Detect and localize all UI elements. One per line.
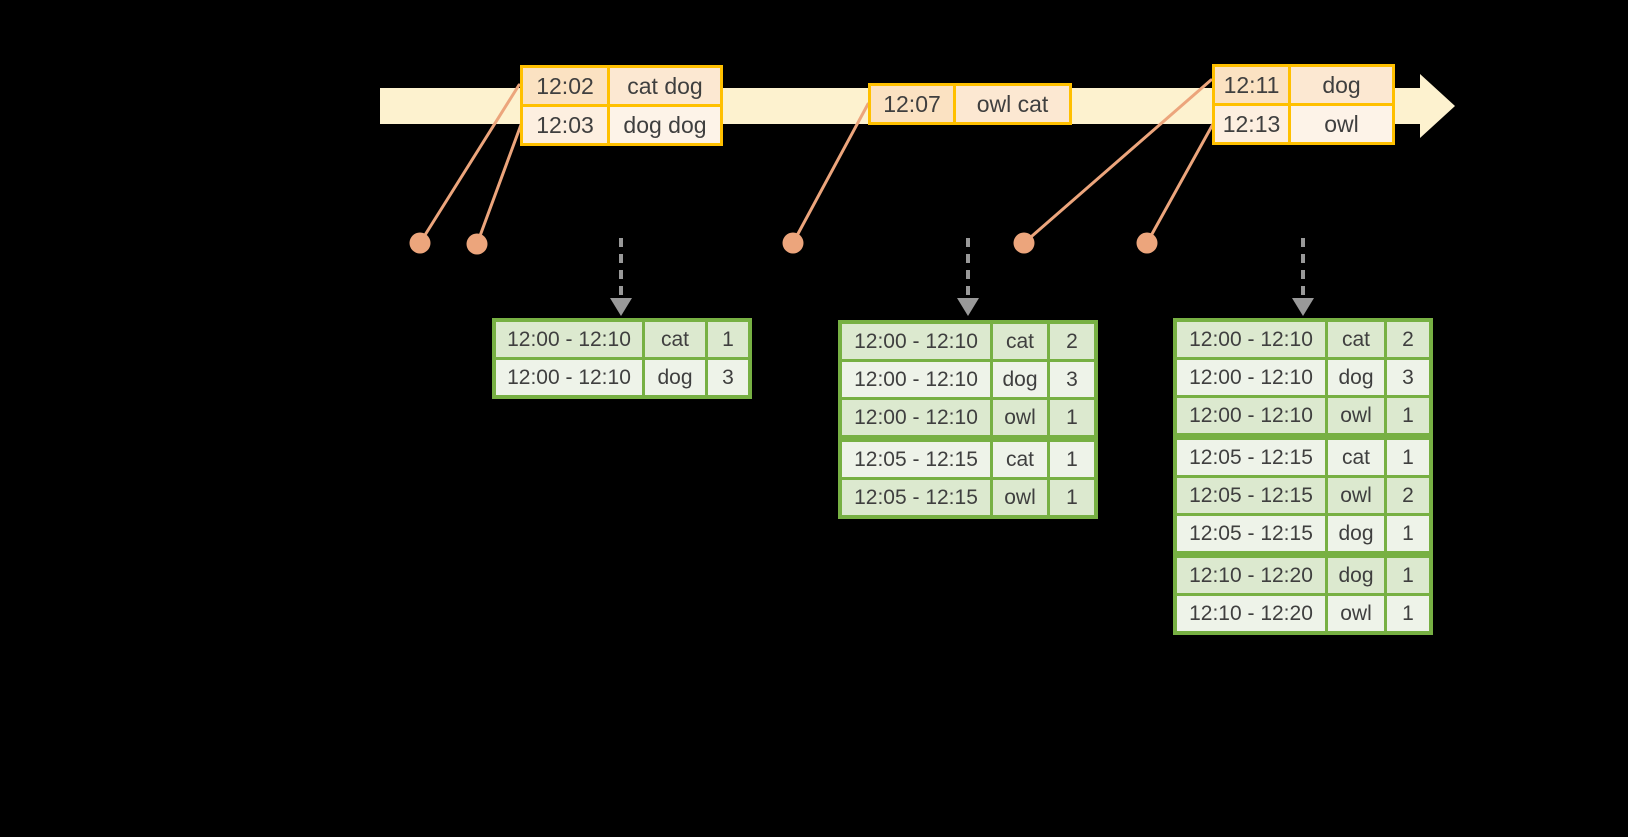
count-cell: 1	[1050, 480, 1094, 515]
event-time-cell: 12:07	[871, 86, 953, 122]
word-cell: owl	[1328, 596, 1384, 631]
count-cell: 2	[1050, 324, 1094, 359]
window-cell: 12:05 - 12:15	[1177, 516, 1325, 551]
trigger-arrow-head-icon	[610, 298, 632, 316]
count-cell: 1	[1387, 440, 1429, 475]
word-cell: cat	[993, 442, 1047, 477]
window-cell: 12:05 - 12:15	[842, 442, 990, 477]
event-time-cell: 12:13	[1215, 106, 1288, 142]
event-words-cell: dog dog	[610, 107, 720, 143]
count-cell: 1	[1387, 516, 1429, 551]
word-cell: cat	[993, 324, 1047, 359]
window-cell: 12:00 - 12:10	[1177, 322, 1325, 357]
count-cell: 3	[1387, 360, 1429, 395]
window-cell: 12:10 - 12:20	[1177, 596, 1325, 631]
window-cell: 12:00 - 12:10	[842, 324, 990, 359]
word-cell: cat	[1328, 322, 1384, 357]
event-time-cell: 12:02	[523, 68, 607, 104]
window-cell: 12:00 - 12:10	[496, 360, 642, 395]
count-cell: 1	[1387, 398, 1429, 433]
window-cell: 12:10 - 12:20	[1177, 558, 1325, 593]
count-cell: 3	[1050, 362, 1094, 397]
event-connector-line	[1145, 122, 1215, 245]
window-cell: 12:05 - 12:15	[842, 480, 990, 515]
window-cell: 12:00 - 12:10	[842, 362, 990, 397]
trigger-arrow-head-icon	[957, 298, 979, 316]
word-cell: owl	[1328, 398, 1384, 433]
event-words-cell: owl cat	[956, 86, 1069, 122]
trigger-arrow-head-icon	[1292, 298, 1314, 316]
count-cell: 3	[708, 360, 748, 395]
event-connector-line	[418, 83, 521, 245]
event-words-cell: cat dog	[610, 68, 720, 104]
count-cell: 1	[708, 322, 748, 357]
window-cell: 12:00 - 12:10	[496, 322, 642, 357]
word-cell: dog	[1328, 516, 1384, 551]
window-cell: 12:00 - 12:10	[1177, 398, 1325, 433]
word-cell: dog	[645, 360, 705, 395]
event-dot	[466, 233, 488, 255]
timeline-arrowhead-icon	[1420, 74, 1455, 138]
word-cell: dog	[1328, 360, 1384, 395]
count-cell: 1	[1387, 596, 1429, 631]
word-cell: owl	[993, 400, 1047, 435]
window-cell: 12:05 - 12:15	[1177, 478, 1325, 513]
count-cell: 2	[1387, 478, 1429, 513]
count-cell: 2	[1387, 322, 1429, 357]
event-dot	[1136, 232, 1158, 254]
event-dot	[1013, 232, 1035, 254]
window-cell: 12:00 - 12:10	[842, 400, 990, 435]
word-cell: cat	[1328, 440, 1384, 475]
event-connector-line	[791, 102, 870, 245]
count-cell: 1	[1050, 442, 1094, 477]
word-cell: dog	[1328, 558, 1384, 593]
event-time-cell: 12:03	[523, 107, 607, 143]
event-dot	[782, 232, 804, 254]
word-cell: owl	[1328, 478, 1384, 513]
window-cell: 12:00 - 12:10	[1177, 360, 1325, 395]
event-words-cell: dog	[1291, 67, 1392, 103]
event-connector-line	[475, 120, 524, 246]
word-cell: dog	[993, 362, 1047, 397]
event-dot	[409, 232, 431, 254]
event-words-cell: owl	[1291, 106, 1392, 142]
window-cell: 12:05 - 12:15	[1177, 440, 1325, 475]
event-time-cell: 12:11	[1215, 67, 1288, 103]
count-cell: 1	[1387, 558, 1429, 593]
count-cell: 1	[1050, 400, 1094, 435]
word-cell: owl	[993, 480, 1047, 515]
event-connector-line	[1022, 78, 1213, 245]
word-cell: cat	[645, 322, 705, 357]
